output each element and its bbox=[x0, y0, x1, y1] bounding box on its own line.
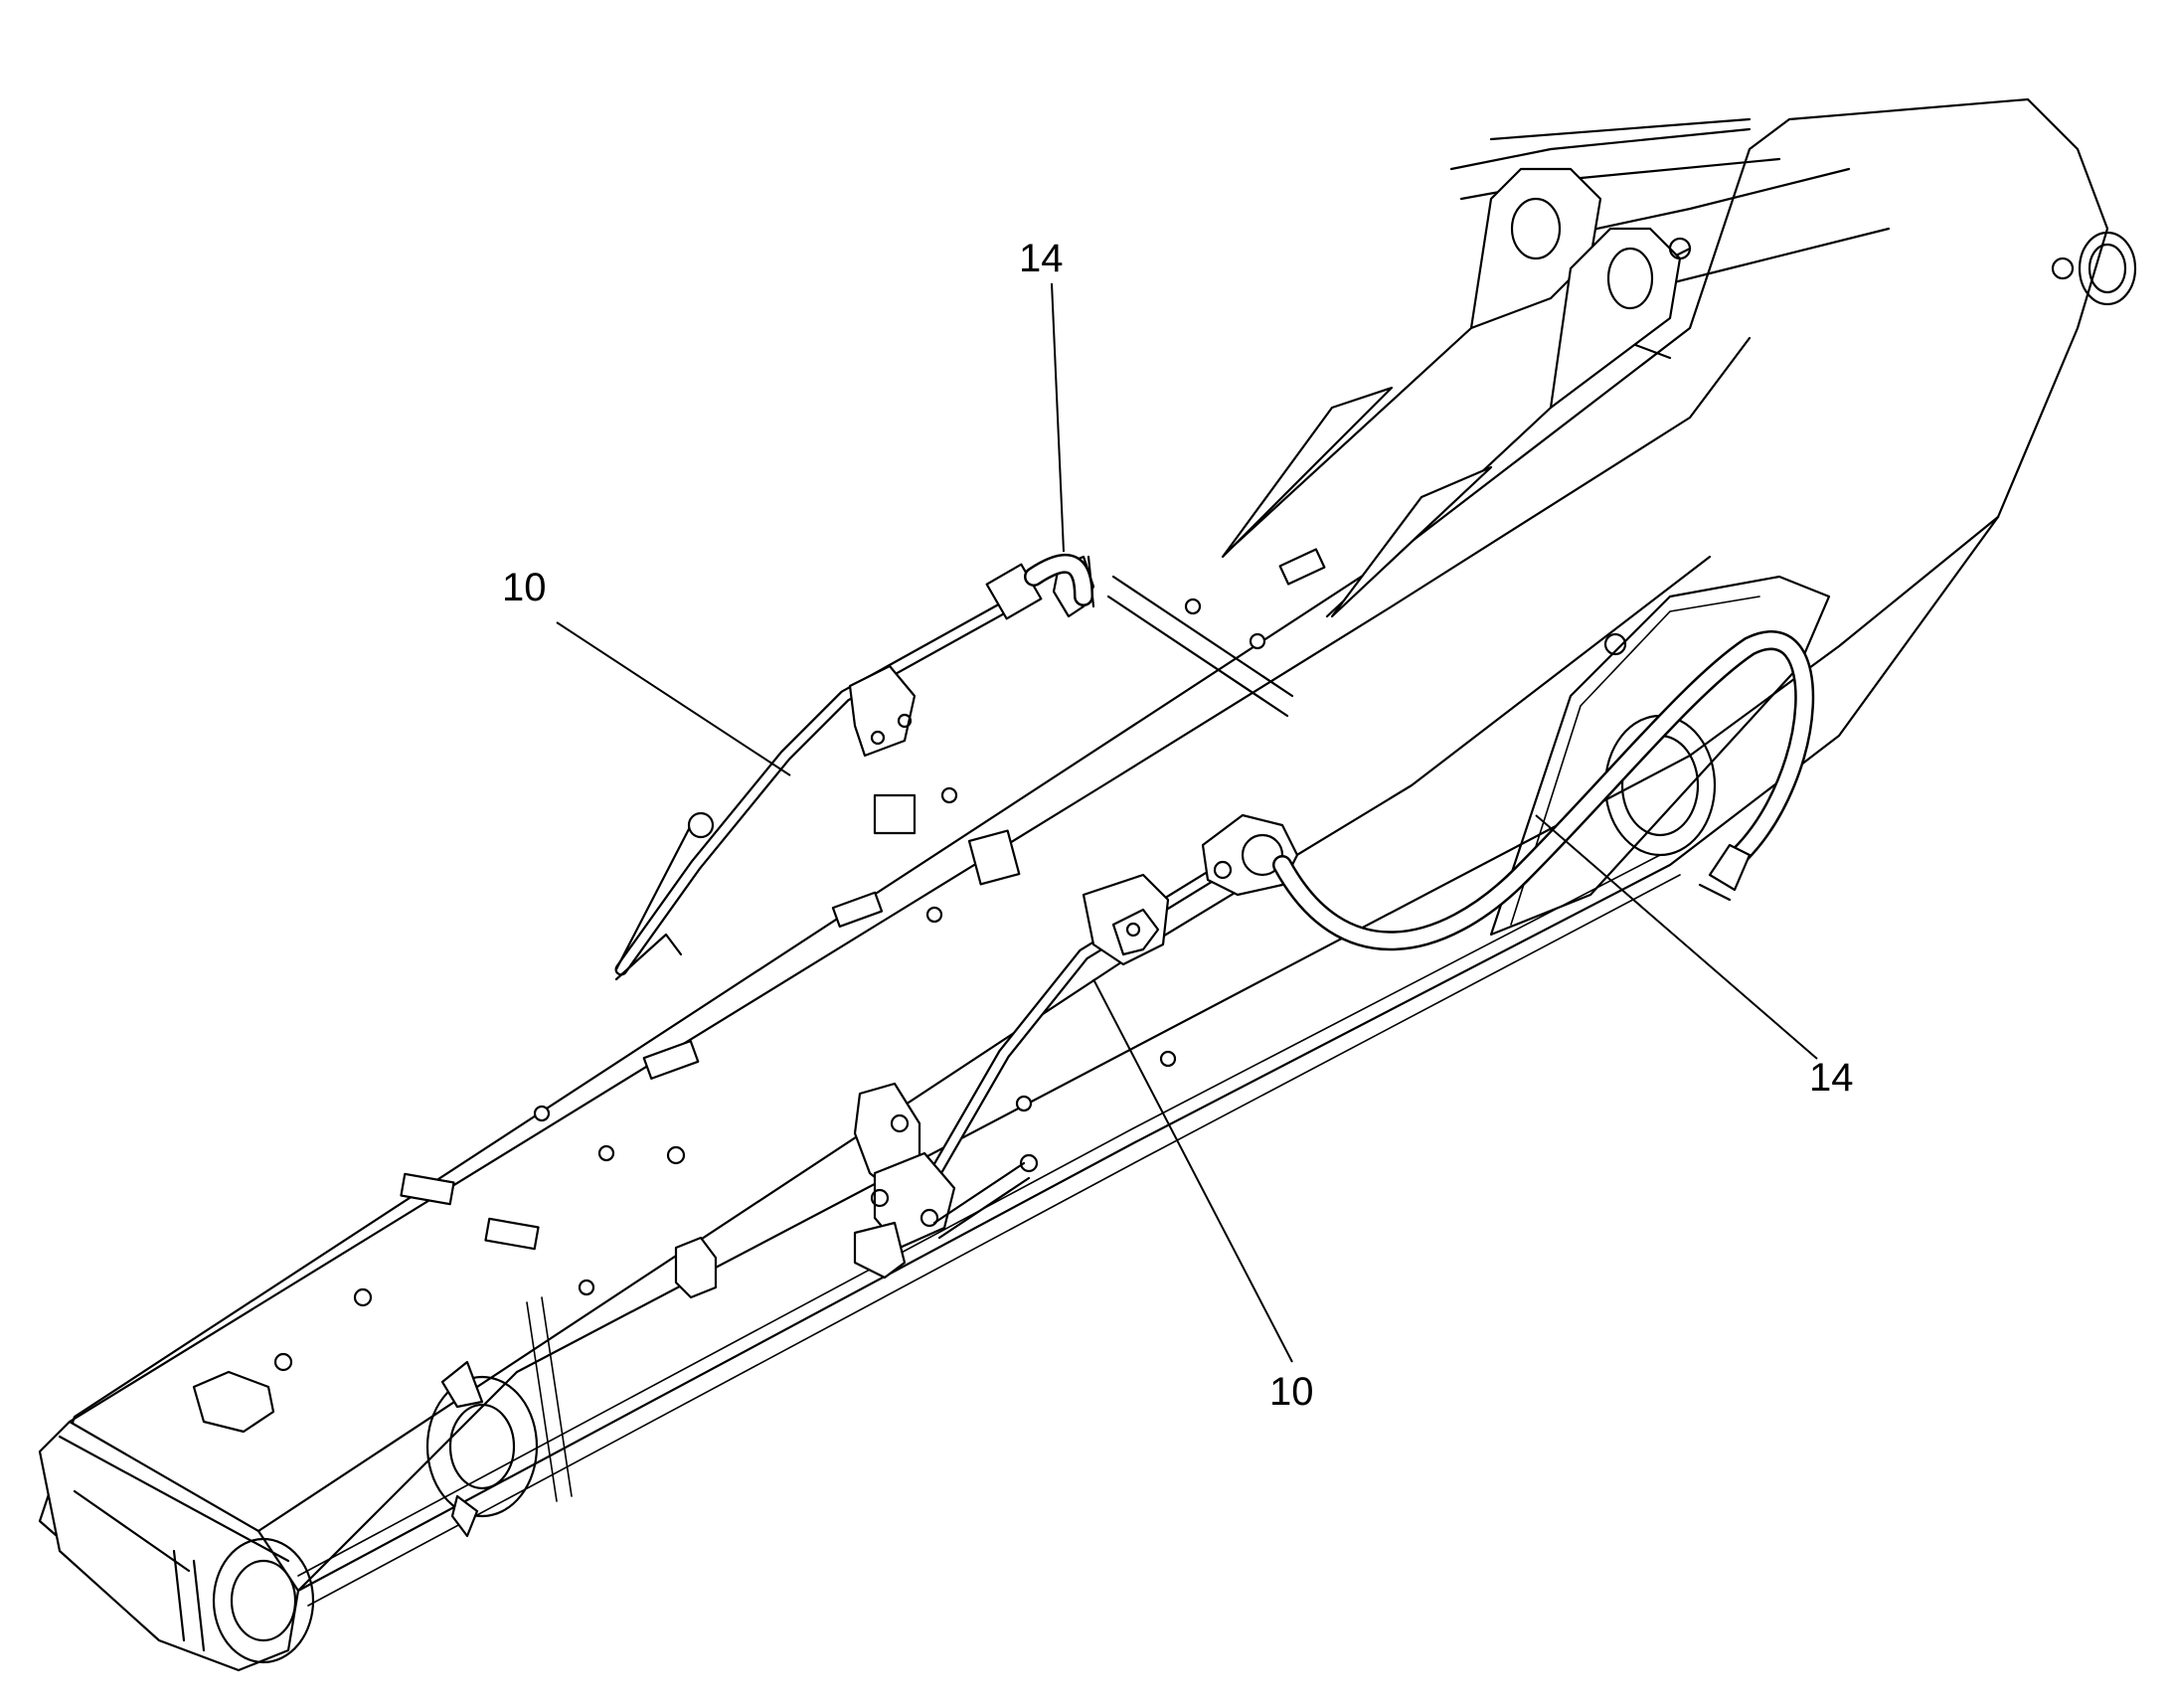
clamp-block bbox=[1278, 548, 1326, 586]
bolt bbox=[1159, 1050, 1177, 1068]
clamp-block bbox=[642, 1040, 700, 1080]
bolt bbox=[1249, 632, 1266, 650]
leader-line bbox=[1051, 282, 1065, 553]
bolt bbox=[597, 1144, 615, 1162]
leader-line bbox=[556, 621, 791, 776]
leader-line bbox=[1092, 978, 1293, 1363]
mounting-plate bbox=[192, 1370, 275, 1434]
spacer-block bbox=[674, 1236, 718, 1299]
boom-body bbox=[38, 97, 2137, 1672]
callout-label: 10 bbox=[1269, 1370, 1314, 1414]
pipe-line-left bbox=[614, 555, 1095, 981]
bolt bbox=[940, 786, 958, 804]
bolt bbox=[578, 1279, 595, 1296]
clamp-block bbox=[400, 1172, 455, 1206]
bolt bbox=[1015, 1095, 1033, 1112]
callout-label: 14 bbox=[1809, 1056, 1854, 1100]
bolt bbox=[533, 1105, 551, 1122]
callout-label: 14 bbox=[1019, 237, 1064, 280]
clamp-block bbox=[831, 891, 884, 929]
bolt bbox=[925, 906, 943, 924]
callout-10-left: 10 bbox=[502, 566, 791, 776]
hose-left-elbow bbox=[1024, 553, 1093, 606]
leader-line bbox=[1535, 814, 1818, 1060]
clamp-block bbox=[484, 1217, 540, 1251]
callout-14-right: 14 bbox=[1535, 814, 1854, 1100]
bolt bbox=[273, 1352, 293, 1372]
pipe-line-right bbox=[853, 813, 1299, 1280]
top-plate-fittings bbox=[192, 548, 1326, 1434]
callout-label: 10 bbox=[502, 566, 547, 609]
spacer-block bbox=[967, 829, 1021, 886]
bolt bbox=[666, 1145, 686, 1165]
hose-right bbox=[1272, 630, 1815, 951]
bolt bbox=[353, 1287, 373, 1307]
bolt bbox=[1184, 598, 1202, 615]
callout-10-bottom: 10 bbox=[1092, 978, 1314, 1414]
spacer-block bbox=[873, 793, 917, 835]
callout-14-top: 14 bbox=[1019, 237, 1065, 553]
